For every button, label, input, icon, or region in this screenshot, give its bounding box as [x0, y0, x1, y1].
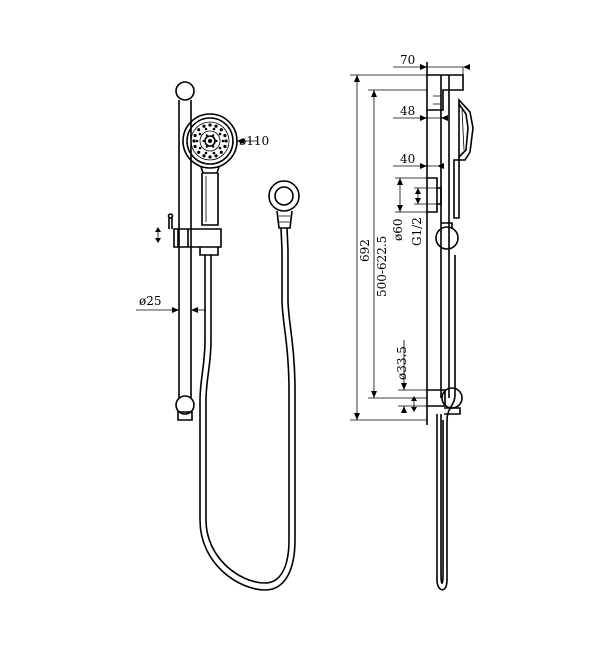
handle-neck: [200, 166, 220, 174]
rail-diameter-callout: [136, 307, 206, 313]
side-shower-head: [458, 97, 474, 161]
dim-head-projection: [393, 64, 470, 75]
side-handle: [453, 159, 460, 219]
shower-head: [182, 113, 238, 169]
slider-bracket: [167, 213, 222, 256]
rail-body: [178, 100, 192, 398]
dim-outlet-diameter: [395, 177, 427, 213]
side-slider: [435, 222, 459, 256]
dim-bracket-lower-label: 40: [400, 152, 415, 166]
dim-total-height-label: 692: [358, 239, 372, 262]
side-rail: [440, 75, 450, 398]
head-diameter-label: ø110: [239, 134, 269, 148]
dim-outlet-thread: [414, 187, 437, 205]
rail-diameter-label: ø25: [139, 294, 162, 308]
dim-bracket-diameter-label: ø33.5: [395, 346, 409, 380]
head-diameter-callout: [237, 138, 257, 144]
handle: [201, 173, 219, 226]
front-view: ø110 ø25: [136, 81, 300, 591]
adjust-arrow-icon: [155, 227, 161, 243]
dim-adjustable-range-label: 500-622.5: [375, 236, 389, 297]
side-hose-inner: [440, 414, 444, 585]
side-view: 70 48 40 692: [350, 53, 474, 591]
dim-bracket-top-label: 48: [400, 104, 415, 118]
spray-nozzles-outer: [192, 123, 228, 159]
dim-bracket-diameter: [398, 340, 427, 413]
dim-bracket-top: [393, 115, 448, 121]
side-outlet: [427, 177, 442, 213]
dim-outlet-diameter-label: ø60: [391, 219, 405, 242]
rail-bottom-detail: [177, 411, 193, 421]
dim-adjustable-range: [368, 89, 427, 399]
side-adjust-arrow-icon: [411, 396, 417, 412]
top-wall-bracket: [427, 74, 464, 111]
rail-top-cap: [175, 81, 195, 101]
side-bottom-bracket: [427, 387, 463, 415]
rail-bottom-cap: [175, 395, 195, 415]
dim-total-height: [350, 74, 427, 421]
top-bracket-joint: [433, 95, 441, 105]
hose-inner: [205, 227, 290, 584]
spray-nozzles-inner: [195, 127, 225, 155]
side-hose: [436, 255, 456, 591]
wall-outlet: [268, 180, 300, 229]
dim-bracket-lower: [393, 163, 444, 169]
dim-head-projection-label: 70: [400, 53, 415, 67]
dim-outlet-thread-label: G1/2: [410, 217, 424, 246]
hose: [199, 227, 296, 591]
